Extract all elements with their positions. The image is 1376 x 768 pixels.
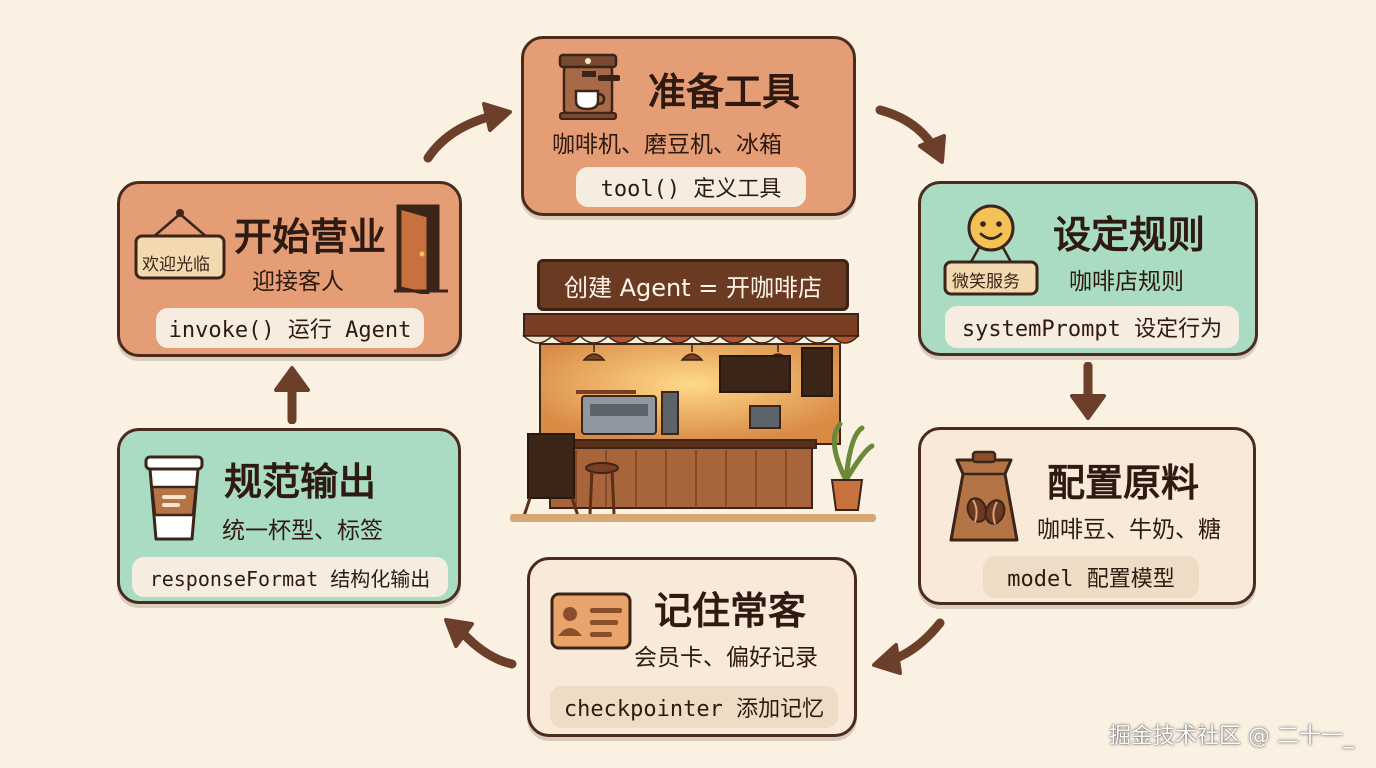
- step-title: 开始营业: [234, 215, 387, 259]
- sign-text-smile: 微笑服务: [952, 272, 1020, 292]
- coffee-bean-bag-icon: [949, 450, 1019, 542]
- step-code-pill: systemPrompt 设定行为: [945, 306, 1239, 348]
- step-subtitle: 咖啡店规则: [1069, 269, 1184, 295]
- step-open-business-card: 欢迎光临 开始营业 迎接客人 invoke() 运行 Agent: [117, 181, 462, 357]
- step-configure-ingredients-card: 配置原料 咖啡豆、牛奶、糖 model 配置模型: [918, 427, 1256, 605]
- step-subtitle: 统一杯型、标签: [222, 518, 383, 544]
- step-code-pill: model 配置模型: [983, 556, 1199, 598]
- watermark-text: 掘金技术社区 @ 二十一_: [1109, 724, 1354, 749]
- open-door-icon: [394, 204, 448, 294]
- step-title: 准备工具: [648, 70, 801, 114]
- welcome-hanging-sign-icon: [134, 209, 226, 280]
- step-title: 规范输出: [224, 460, 377, 504]
- step-set-rules-card: 微笑服务 设定规则 咖啡店规则 systemPrompt 设定行为: [918, 181, 1258, 356]
- step-title: 配置原料: [1047, 461, 1200, 505]
- step-standardize-output-card: 规范输出 统一杯型、标签 responseFormat 结构化输出: [117, 428, 461, 604]
- smiley-sign-icon: [943, 204, 1039, 296]
- step-code-pill: tool() 定义工具: [576, 167, 806, 207]
- coffee-shop-illustration: [510, 313, 876, 522]
- step-code-pill: invoke() 运行 Agent: [156, 308, 424, 348]
- arrow-output-to-open: [274, 366, 310, 424]
- arrow-ingredients-to-regulars: [872, 618, 945, 675]
- arrow-prepare-to-rules: [875, 105, 946, 164]
- membership-card-icon: [550, 592, 632, 650]
- sign-text-welcome: 欢迎光临: [142, 255, 210, 275]
- arrow-regulars-to-output: [444, 618, 517, 669]
- step-prepare-tools-card: 准备工具 咖啡机、磨豆机、冰箱 tool() 定义工具: [521, 36, 856, 216]
- step-subtitle: 迎接客人: [252, 269, 344, 295]
- coffee-cup-icon: [144, 455, 204, 541]
- step-code-pill: checkpointer 添加记忆: [550, 686, 838, 728]
- center-title-banner: 创建 Agent = 开咖啡店: [537, 259, 849, 311]
- step-subtitle: 会员卡、偏好记录: [634, 645, 818, 671]
- step-title: 记住常客: [654, 589, 807, 633]
- step-remember-regulars-card: 记住常客 会员卡、偏好记录 checkpointer 添加记忆: [527, 557, 857, 737]
- step-title: 设定规则: [1053, 213, 1206, 257]
- arrow-rules-to-ingredients: [1070, 362, 1106, 420]
- step-subtitle: 咖啡机、磨豆机、冰箱: [552, 132, 782, 158]
- arrow-open-to-prepare: [423, 102, 512, 163]
- step-subtitle: 咖啡豆、牛奶、糖: [1037, 517, 1221, 543]
- espresso-machine-icon: [558, 53, 620, 120]
- step-code-pill: responseFormat 结构化输出: [132, 557, 448, 597]
